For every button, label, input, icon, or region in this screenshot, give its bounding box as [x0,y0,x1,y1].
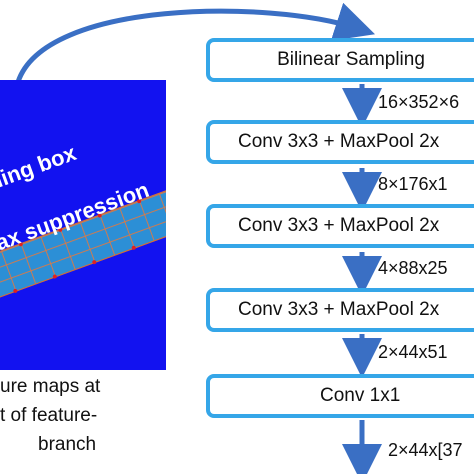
step-label: Conv 3x3 + MaxPool 2x [238,131,440,152]
step-label: Conv 3x3 + MaxPool 2x [238,215,440,236]
step-conv-maxpool-3: Conv 3x3 + MaxPool 2x [206,288,474,332]
step-label: Conv 3x3 + MaxPool 2x [238,299,440,320]
step-label: Bilinear Sampling [277,49,425,70]
dim-label-5: 2×44x[37 [388,440,463,460]
step-conv-1x1: Conv 1x1 [206,374,474,418]
dim-label-2: 8×176x1 [378,174,448,194]
panel-text-bounding-box: nding box [0,140,80,200]
grid-corner-marker [12,288,18,294]
step-conv-maxpool-1: Conv 3x3 + MaxPool 2x [206,120,474,164]
step-conv-maxpool-2: Conv 3x3 + MaxPool 2x [206,204,474,248]
feature-map-panel: nding box ax suppression [0,80,166,370]
curved-arrow [15,2,376,83]
grid-corner-marker [91,259,97,265]
step-label: Conv 1x1 [320,385,401,406]
step-bilinear-sampling: Bilinear Sampling [206,38,474,82]
caption-line-1: ure maps at [0,376,101,397]
dim-label-3: 4×88x25 [378,258,448,278]
dim-label-1: 16×352×6 [378,92,460,112]
grid-corner-marker [52,273,58,280]
grid-corner-marker [131,245,137,251]
feature-map-caption: ure maps at t of feature- branch [0,372,175,459]
caption-line-3: branch [38,434,97,455]
caption-line-2: t of feature- [0,405,98,426]
dim-label-4: 2×44x51 [378,342,448,362]
